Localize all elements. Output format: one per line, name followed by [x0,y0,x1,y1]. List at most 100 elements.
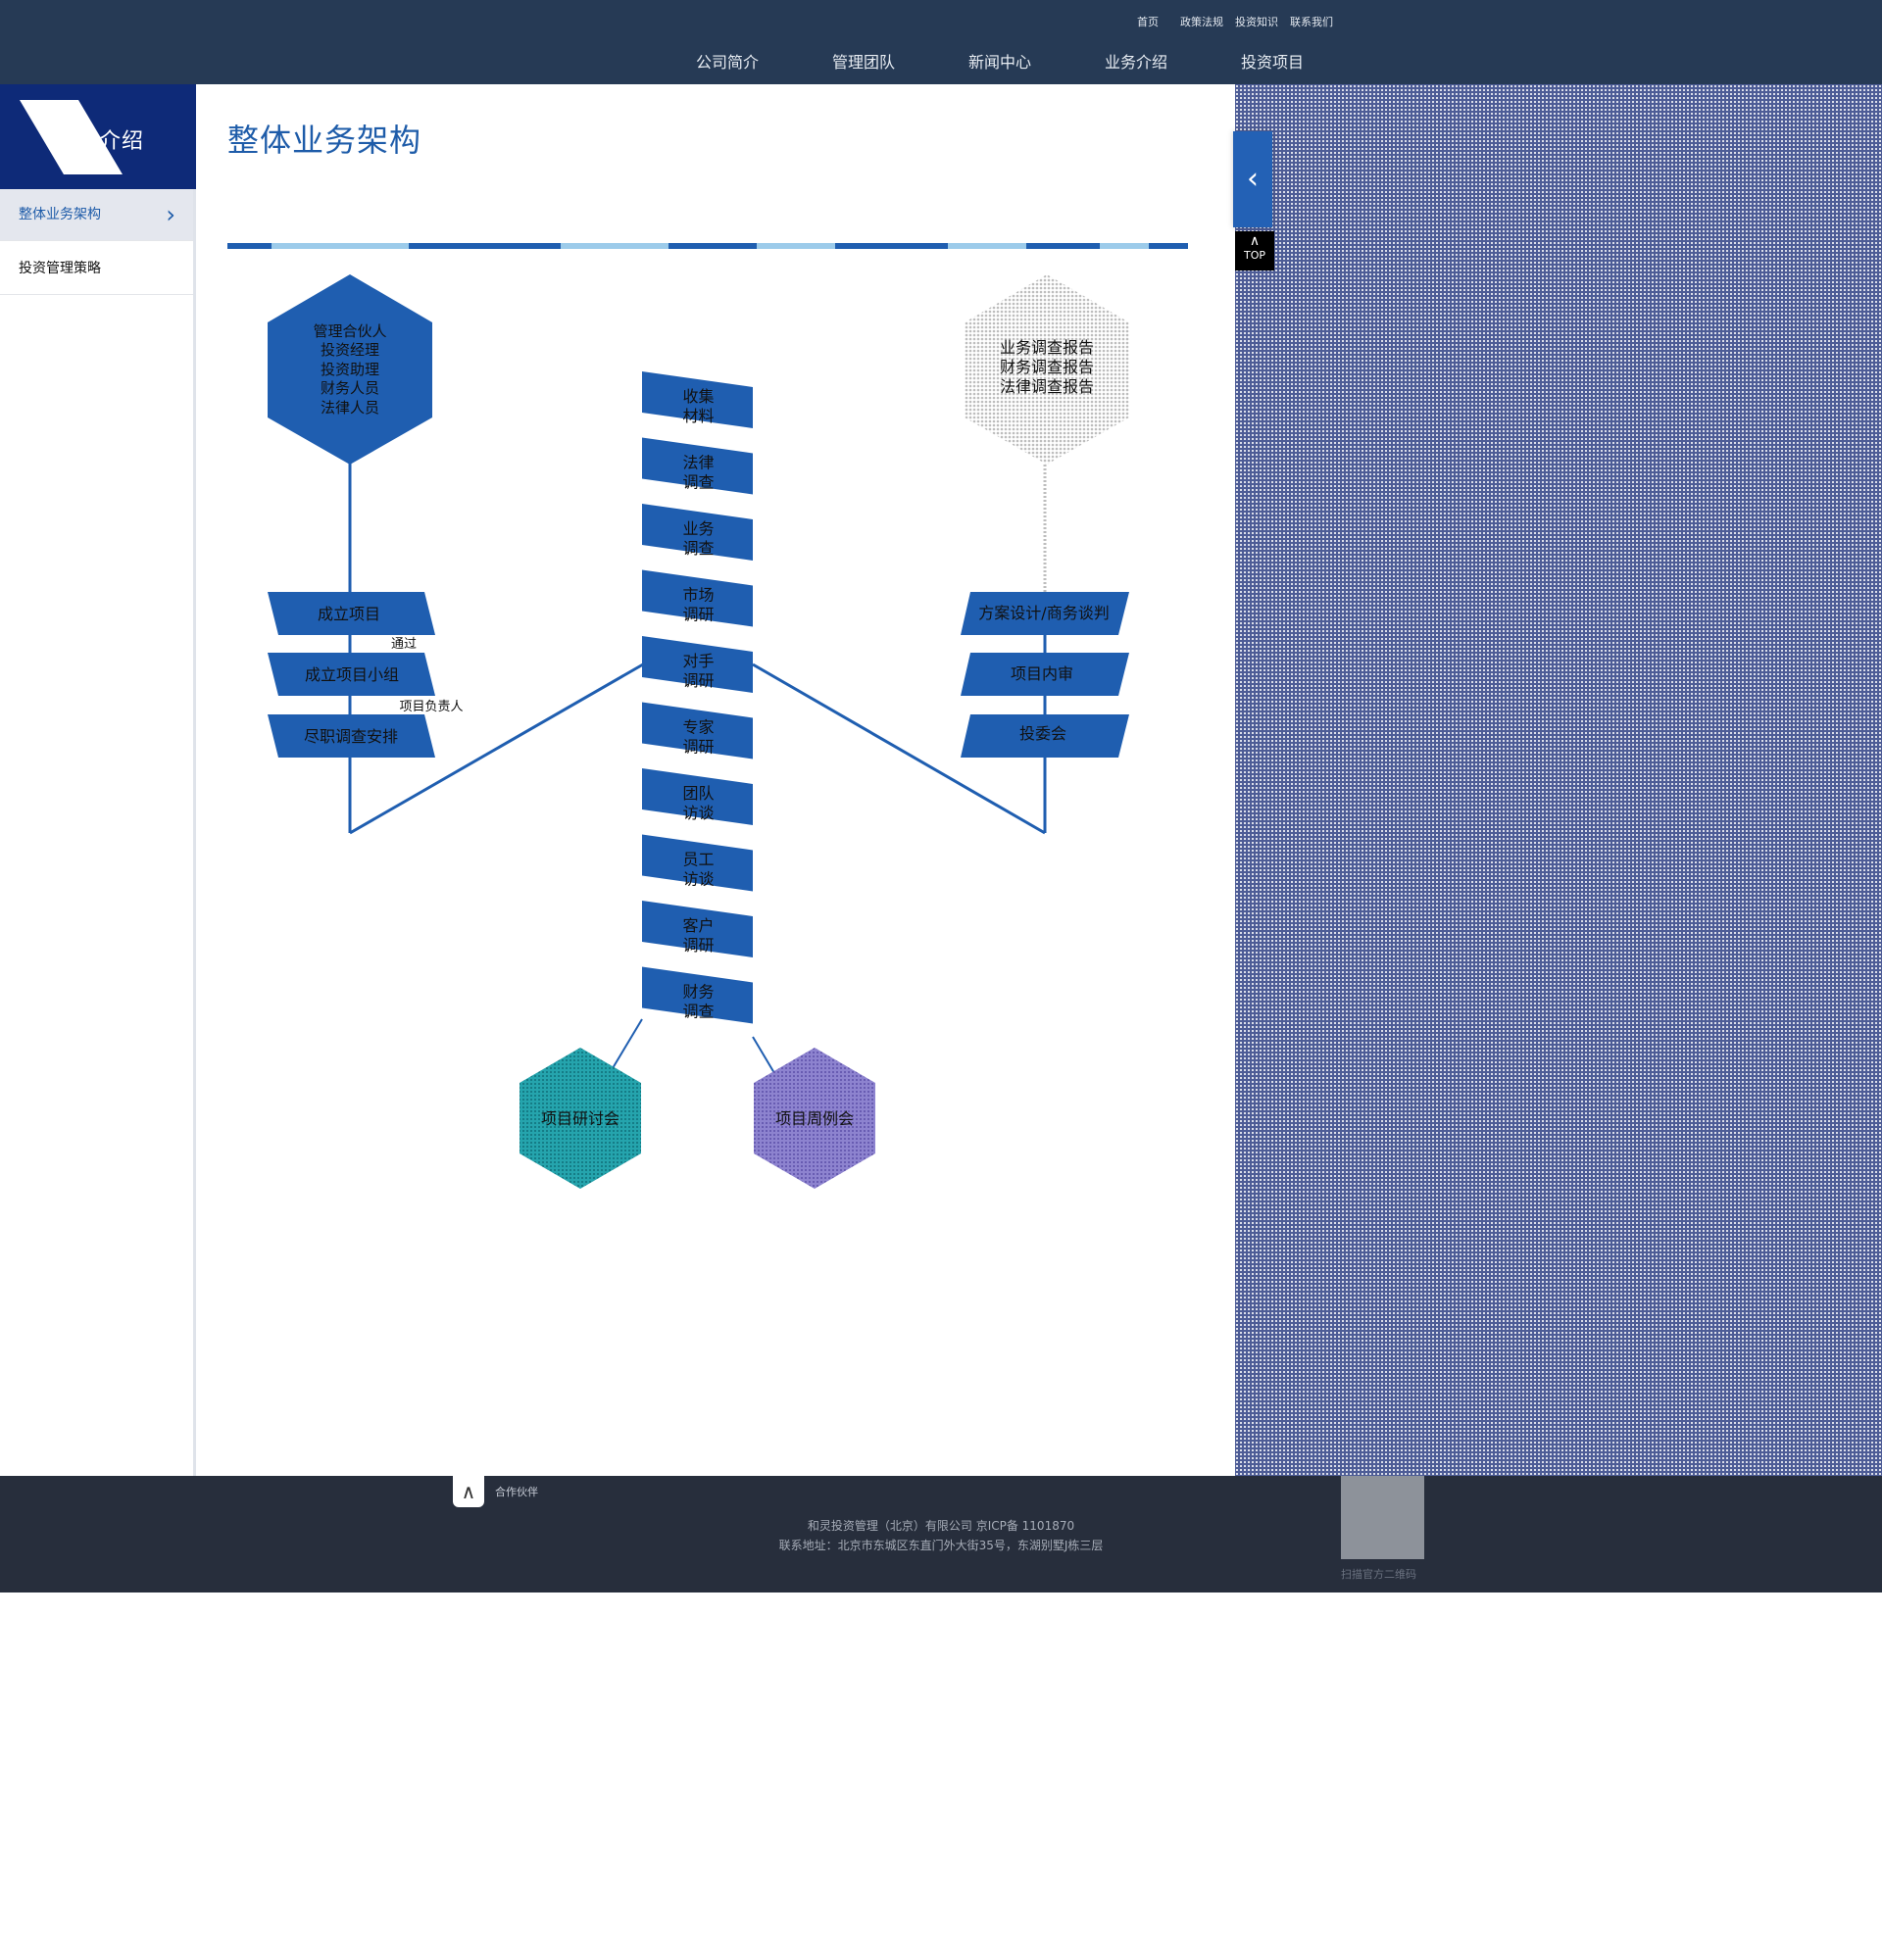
meeting-hexagons: 项目研讨会 项目周例会 [520,1048,875,1189]
center-step-shape [642,768,753,825]
chevron-left-icon: ‹ [1247,162,1259,196]
left-steps: 成立项目 通过 成立项目小组 项目负责人 尽职调查安排 [268,592,464,758]
step-scheme-negotiation: 方案设计/商务谈判 [978,604,1109,622]
nav-item-company[interactable]: 公司简介 [696,53,760,72]
back-to-top-label: TOP [1243,249,1265,262]
qr-code-image [1341,1476,1424,1559]
center-step-label: 收集 [682,387,714,406]
step-form-team: 成立项目小组 [305,665,399,684]
center-step-label: 访谈 [682,870,714,889]
footer-address: 联系地址：北京市东城区东直门外大街35号，东湖别墅J栋三层 [778,1539,1104,1552]
center-step-label: 团队 [682,784,714,803]
center-step-label: 调查 [682,539,714,558]
sidebar-item-strategy[interactable]: 投资管理策略 [0,243,193,295]
team-member-legal: 法律人员 [321,399,379,416]
report-legal: 法律调查报告 [1000,377,1094,396]
center-step-label: 市场 [682,586,714,605]
team-member-finance: 财务人员 [321,379,379,397]
top-link-policy[interactable]: 政策法规 [1180,16,1223,28]
center-step: 业务调查 [642,504,753,561]
weekly-meeting-hexagon [754,1048,875,1189]
title-divider [227,243,1188,249]
center-step-label: 员工 [682,851,714,869]
center-step-label: 客户 [682,916,714,935]
right-steps: 方案设计/商务谈判 项目内审 投委会 [961,592,1129,758]
nav-item-business[interactable]: 业务介绍 [1105,53,1168,72]
sidebar-title: 业务介绍 [54,129,145,154]
center-step-label: 业务 [682,519,714,538]
team-member-manager: 投资经理 [321,341,379,359]
center-step-shape [642,966,753,1024]
center-step-shape [642,504,753,561]
center-step-label: 调查 [682,473,714,492]
center-step-label: 调研 [682,606,714,624]
meeting-weekly: 项目周例会 [775,1109,854,1128]
business-architecture-diagram: 管理合伙人 投资经理 投资助理 财务人员 法律人员 业务调查报告 财务调查报告 … [268,274,1129,1189]
center-step-shape [642,636,753,693]
report-finance: 财务调查报告 [1000,358,1094,376]
step-internal-review: 项目内审 [1011,664,1073,683]
center-step-label: 调研 [682,671,714,690]
nav-item-projects[interactable]: 投资项目 [1241,53,1305,72]
center-step-label: 材料 [682,407,714,425]
step-investment-committee: 投委会 [1019,724,1066,743]
team-hexagon: 管理合伙人 投资经理 投资助理 财务人员 法律人员 [268,274,432,465]
site-footer: ∧ 合作伙伴 和灵投资管理（北京）有限公司 京ICP备 1101870 联系地址… [0,1476,1882,1592]
center-step-shape [642,901,753,957]
step-establish-project: 成立项目 [318,605,380,623]
center-step: 财务调查 [642,966,753,1024]
report-business: 业务调查报告 [1000,338,1094,357]
back-to-top-button[interactable]: ∧ TOP [1235,231,1274,270]
report-hexagon: 业务调查报告 财务调查报告 法律调查报告 [965,274,1129,465]
meeting-seminar: 项目研讨会 [541,1109,619,1128]
top-link-knowledge[interactable]: 投资知识 [1235,16,1278,28]
qr-code-label: 扫描官方二维码 [1341,1568,1416,1581]
center-step-label: 财务 [682,983,714,1002]
center-step-shape [642,371,753,428]
center-step-label: 访谈 [682,804,714,822]
note-project-lead: 项目负责人 [399,700,463,714]
top-link-contact[interactable]: 联系我们 [1290,16,1333,28]
site-header: 首页 政策法规 投资知识 联系我们 公司简介 管理团队 新闻中心 业务介绍 投资… [0,0,1882,84]
nav-item-team[interactable]: 管理团队 [832,53,896,72]
collapse-panel-button[interactable]: ‹ [1233,131,1272,227]
chevron-right-icon: › [166,201,175,228]
center-step-label: 调研 [682,936,714,955]
partner-toggle-button[interactable]: ∧ [453,1476,484,1507]
center-step-shape [642,702,753,760]
nav-item-news[interactable]: 新闻中心 [968,53,1032,72]
sidebar: 业务介绍 整体业务架构 › 投资管理策略 [0,84,196,1476]
center-step-label: 专家 [682,718,714,737]
main-nav: 公司简介 管理团队 新闻中心 业务介绍 投资项目 [696,49,1377,73]
team-member-partner: 管理合伙人 [313,322,386,340]
center-step-label: 对手 [682,652,714,670]
center-step-label: 调查 [682,1003,714,1021]
background-pattern [1235,84,1882,1476]
chevron-up-icon: ∧ [1249,233,1261,249]
chevron-up-icon: ∧ [461,1480,476,1503]
center-step-shape [642,437,753,495]
footer-company-info: 和灵投资管理（北京）有限公司 京ICP备 1101870 [807,1519,1075,1533]
center-step-shape [642,834,753,892]
top-link-home[interactable]: 首页 [1137,16,1159,28]
sidebar-header: 业务介绍 [0,84,196,189]
sidebar-item-architecture[interactable]: 整体业务架构 › [0,189,193,241]
sidebar-item-label: 投资管理策略 [19,261,101,276]
partner-label[interactable]: 合作伙伴 [495,1486,538,1498]
team-member-assistant: 投资助理 [321,361,379,378]
note-approved: 通过 [391,637,417,652]
page-title: 整体业务架构 [227,122,422,159]
step-due-diligence-plan: 尽职调查安排 [304,727,398,746]
seminar-hexagon [520,1048,641,1189]
center-step-shape [642,569,753,627]
sidebar-header-graphic [20,100,123,174]
center-step-label: 调研 [682,738,714,757]
